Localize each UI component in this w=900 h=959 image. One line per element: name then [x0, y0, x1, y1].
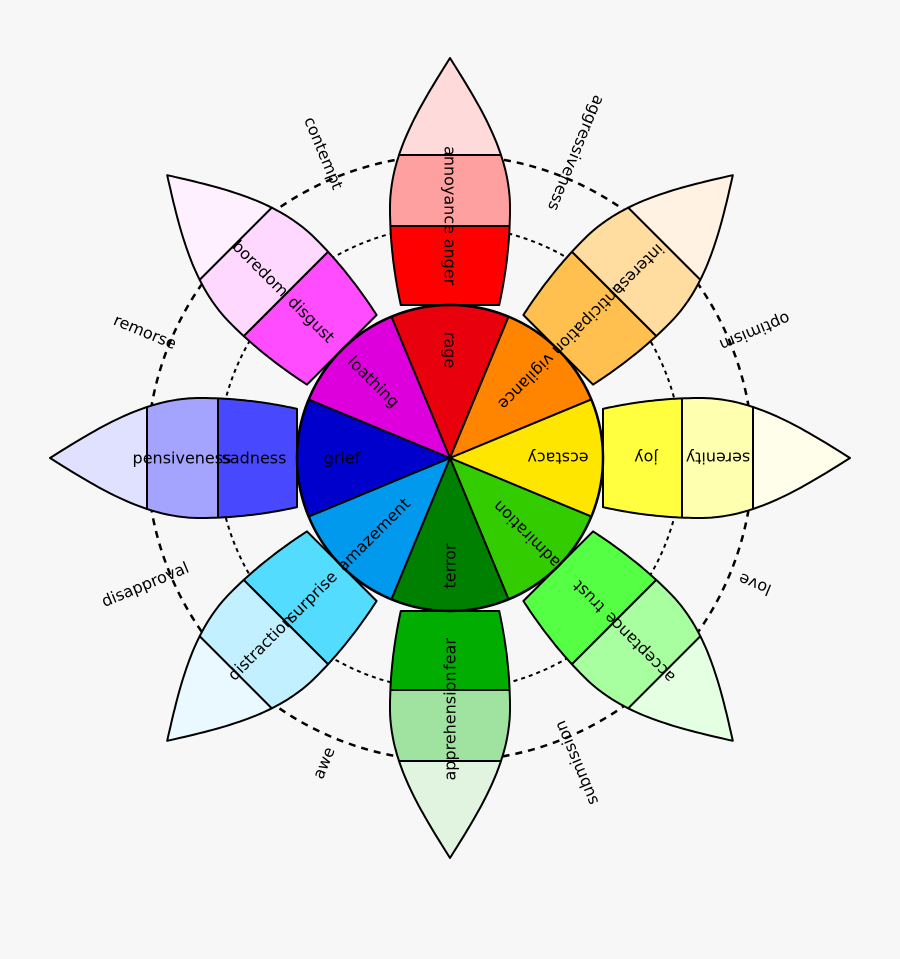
dyad-label-disapproval: disapproval: [99, 558, 192, 611]
petal-surprise-band-2: [198, 578, 330, 710]
emotion-label-grief: grief: [324, 449, 361, 468]
dyad-label-love: love: [736, 569, 774, 599]
dyad-label-optimism: optimism: [717, 309, 793, 355]
petal-disgust-band-1: [242, 250, 378, 386]
petal-anticipation: [522, 174, 734, 386]
petal-surprise-band-1: [242, 530, 378, 666]
petal-joy: [602, 397, 851, 519]
petal-joy-band-3: [752, 406, 851, 510]
petal-anticipation-band-3: [627, 174, 734, 281]
petal-joy-band-2: [681, 397, 754, 519]
petal-anger: [389, 57, 511, 306]
petal-disgust-band-3: [166, 174, 273, 281]
emotion-label-annoyance: annoyance: [441, 146, 460, 234]
dyad-label-awe: awe: [309, 744, 339, 782]
petal-sadness-band-1: [217, 397, 298, 519]
petal-trust-band-2: [570, 578, 702, 710]
petal-sadness-band-3: [49, 406, 148, 510]
petal-fear-band-3: [398, 760, 502, 859]
petal-sadness-band-2: [146, 397, 219, 519]
petal-fear: [389, 610, 511, 859]
emotion-label-ecstacy: ecstacy: [527, 449, 588, 468]
petal-fear-band-2: [389, 689, 511, 762]
petal-surprise: [166, 530, 378, 742]
petal-sadness: [49, 397, 298, 519]
dyad-label-submission: submission: [550, 718, 602, 808]
dyad-label-aggressiveness: aggressiveness: [544, 93, 609, 214]
emotion-label-joy: joy: [634, 449, 659, 468]
petal-anger-band-3: [398, 57, 502, 156]
petal-surprise-band-3: [166, 635, 273, 742]
petal-fear-band-1: [389, 610, 511, 691]
petal-anticipation-band-2: [570, 206, 702, 338]
petals-group: [49, 57, 851, 859]
petal-trust: [522, 530, 734, 742]
petal-anger-band-2: [389, 154, 511, 227]
petal-anger-band-1: [389, 225, 511, 306]
emotion-label-apprehension: apprehension: [441, 671, 460, 780]
petal-disgust: [166, 174, 378, 386]
dyad-label-contempt: contempt: [300, 114, 347, 192]
petal-joy-band-1: [602, 397, 683, 519]
petal-trust-band-1: [522, 530, 658, 666]
emotion-label-rage: rage: [441, 332, 460, 368]
petal-disgust-band-2: [198, 206, 330, 338]
emotion-label-anger: anger: [441, 239, 460, 286]
emotion-label-serenity: serenity: [686, 449, 751, 468]
core-ring: [295, 303, 605, 613]
emotion-label-terror: terror: [441, 543, 460, 588]
petal-anticipation-band-1: [522, 250, 658, 386]
emotion-label-sadness: sadness: [222, 449, 287, 468]
emotion-label-pensiveness: pensiveness: [133, 449, 232, 468]
petal-trust-band-3: [627, 635, 734, 742]
dyad-label-remorse: remorse: [111, 310, 179, 353]
emotion-label-fear: fear: [441, 638, 460, 670]
